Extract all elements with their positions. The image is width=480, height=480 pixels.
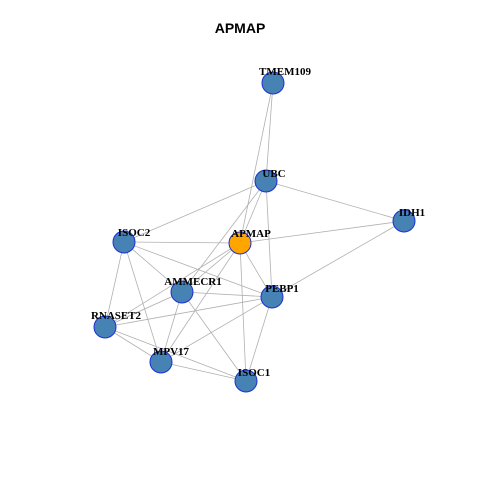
edge-layer [104,82,405,382]
edge-ubc-ammecr1 [181,180,267,293]
node-label-isoc1: ISOC1 [238,367,270,379]
edge-mpv17-isoc1 [160,361,247,382]
node-label-pebp1: PEBP1 [265,283,299,295]
edge-isoc2-apmap [123,241,241,244]
node-label-mpv17: MPV17 [153,346,190,358]
edge-ammecr1-isoc1 [181,291,247,382]
edge-ubc-idh1 [265,180,405,222]
node-isoc2[interactable] [112,230,136,254]
edge-ammecr1-mpv17 [160,291,183,363]
edge-ubc-isoc2 [123,180,267,243]
node-label-rnaset2: RNASET2 [91,310,142,322]
edge-tmem109-apmap [239,82,274,244]
edge-isoc2-mpv17 [123,241,162,363]
edge-isoc2-rnaset2 [104,241,125,328]
node-label-tmem109: TMEM109 [259,66,311,78]
node-rnaset2[interactable] [93,315,117,339]
node-mpv17[interactable] [149,350,173,374]
edge-idh1-pebp1 [271,220,405,298]
edge-idh1-apmap [239,220,405,244]
edge-apmap-isoc1 [239,242,247,382]
node-apmap[interactable] [228,231,252,255]
node-label-ubc: UBC [262,168,285,180]
node-ubc[interactable] [254,169,278,193]
edge-pebp1-mpv17 [160,296,273,363]
graph-title: APMAP [214,20,266,36]
edge-apmap-rnaset2 [104,242,241,328]
edge-tmem109-ubc [265,82,274,182]
node-label-apmap: APMAP [231,228,271,240]
edge-ammecr1-rnaset2 [104,291,183,328]
node-label-idh1: IDH1 [399,207,425,219]
node-label-isoc2: ISOC2 [118,227,151,239]
edge-rnaset2-isoc1 [104,326,247,382]
edge-ammecr1-pebp1 [181,291,273,298]
edge-apmap-mpv17 [160,242,241,363]
node-layer [93,71,416,393]
node-idh1[interactable] [392,209,416,233]
edge-apmap-ammecr1 [181,242,241,293]
edge-pebp1-rnaset2 [104,296,273,328]
node-tmem109[interactable] [261,71,285,95]
node-label-ammecr1: AMMECR1 [164,276,221,288]
node-ammecr1[interactable] [170,280,194,304]
edge-isoc2-ammecr1 [123,241,183,293]
node-isoc1[interactable] [234,369,258,393]
node-pebp1[interactable] [260,285,284,309]
edge-pebp1-isoc1 [245,296,273,382]
